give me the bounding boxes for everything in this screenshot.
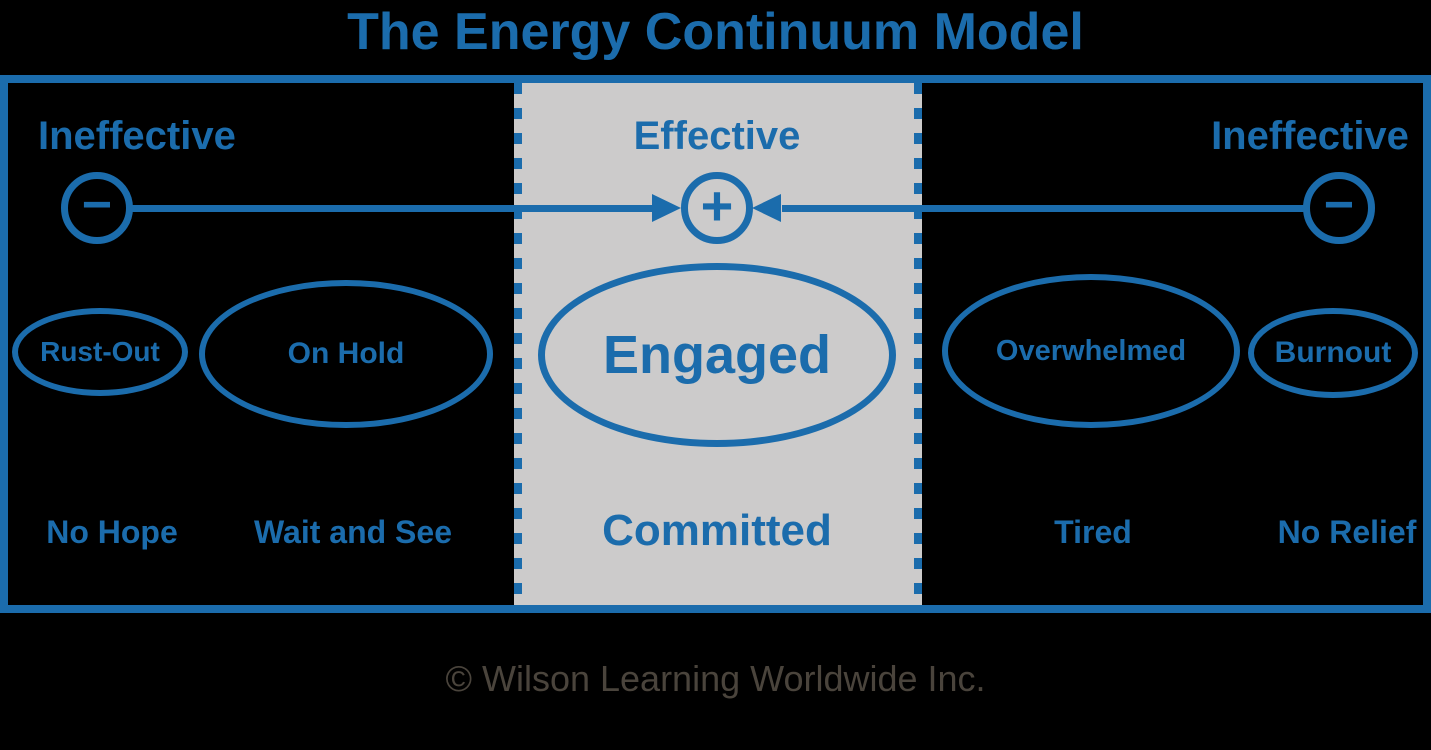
plus-sign: + [700,174,734,237]
state-ellipse-burnout: Burnout [1248,308,1418,398]
effective-zone-left-dashed-border [514,83,522,605]
arrowhead-right-icon [652,194,681,222]
continuum-line-right [782,205,1306,212]
zone-label-ineffective-left: Ineffective [38,114,236,158]
arrowhead-left-icon [752,194,781,222]
state-label: Rust-Out [40,336,160,367]
state-ellipse-overwhelmed: Overwhelmed [942,274,1240,428]
minus-sign: − [1323,176,1355,234]
state-ellipse-rust-out: Rust-Out [12,308,188,396]
descriptor-no-hope: No Hope [46,514,178,550]
minus-circle-icon-right: − [1303,172,1375,244]
state-ellipse-on-hold: On Hold [199,280,493,428]
plus-circle-icon: + [681,172,753,244]
descriptor-committed: Committed [602,506,832,555]
descriptor-tired: Tired [1054,514,1132,550]
effective-zone-right-dashed-border [914,83,922,605]
state-ellipse-engaged: Engaged [538,263,896,447]
diagram-title: The Energy Continuum Model [347,3,1084,61]
state-label: Overwhelmed [995,334,1187,367]
copyright-notice: © Wilson Learning Worldwide Inc. [445,658,986,699]
minus-sign: − [81,176,113,234]
zone-label-effective: Effective [633,114,801,158]
state-label: Burnout [1274,336,1392,369]
zone-label-ineffective-right: Ineffective [1211,114,1409,158]
minus-circle-icon-left: − [61,172,133,244]
state-label: Engaged [602,325,832,385]
descriptor-no-relief: No Relief [1277,514,1417,550]
continuum-line-left [130,205,654,212]
descriptor-wait-and-see: Wait and See [254,514,452,550]
continuum-frame [0,75,1431,613]
state-label: On Hold [287,337,405,370]
